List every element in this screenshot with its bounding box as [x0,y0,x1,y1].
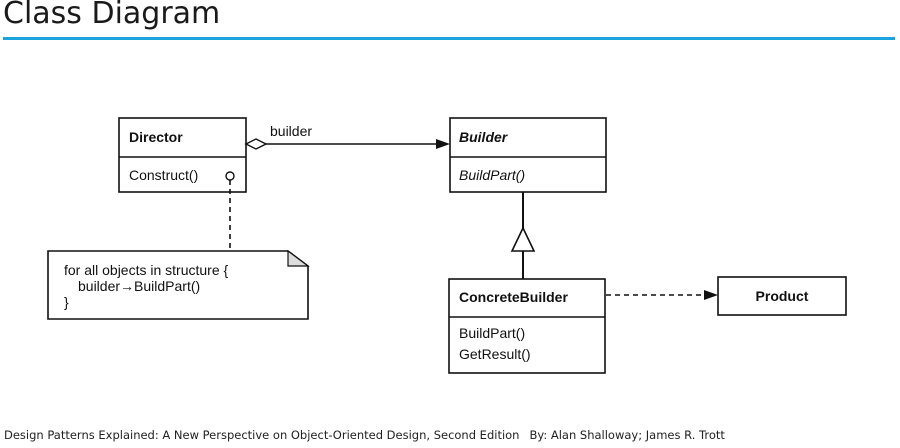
concrete-builder-operation: GetResult() [459,346,531,362]
association-label: builder [270,123,312,139]
slide-title: Class Diagram [3,0,221,31]
note-anchor-circle [225,171,235,181]
dependency-arrowhead [704,290,718,300]
aggregation-arrowhead [436,139,450,149]
dependency-concrete-product [606,290,718,300]
caption-source: Design Patterns Explained: A New Perspec… [4,428,520,442]
builder-box [449,117,607,193]
builder-class: Builder BuildPart() [449,117,607,193]
product-class: Product [717,276,847,316]
director-class: Director Construct() [118,117,247,193]
note-line: builder→BuildPart() [78,278,200,294]
note: for all objects in structure { builder→B… [47,249,310,320]
concrete-builder-operation: BuildPart() [459,325,525,341]
aggregation-director-builder: builder [244,123,450,150]
concrete-builder-class: ConcreteBuilder BuildPart() GetResult() [448,278,606,374]
concrete-builder-box [448,278,606,374]
inheritance-triangle [510,226,536,252]
title-underline [3,37,895,40]
note-line: } [64,294,69,310]
concrete-builder-name: ConcreteBuilder [459,289,568,305]
aggregation-diamond [244,138,268,150]
builder-name: Builder [459,129,509,145]
caption-authors: By: Alan Shalloway; James R. Trott [529,428,725,442]
product-box [717,276,847,316]
director-box [118,117,247,193]
builder-operation: BuildPart() [459,167,525,183]
note-box [47,250,309,320]
director-operation: Construct() [129,167,198,183]
note-folded-corner [287,249,310,267]
inheritance-concrete-builder [510,192,536,279]
director-name: Director [129,129,183,145]
note-line: for all objects in structure { [64,262,229,278]
product-name: Product [756,288,809,304]
source-caption: Design Patterns Explained: A New Perspec… [4,428,735,442]
